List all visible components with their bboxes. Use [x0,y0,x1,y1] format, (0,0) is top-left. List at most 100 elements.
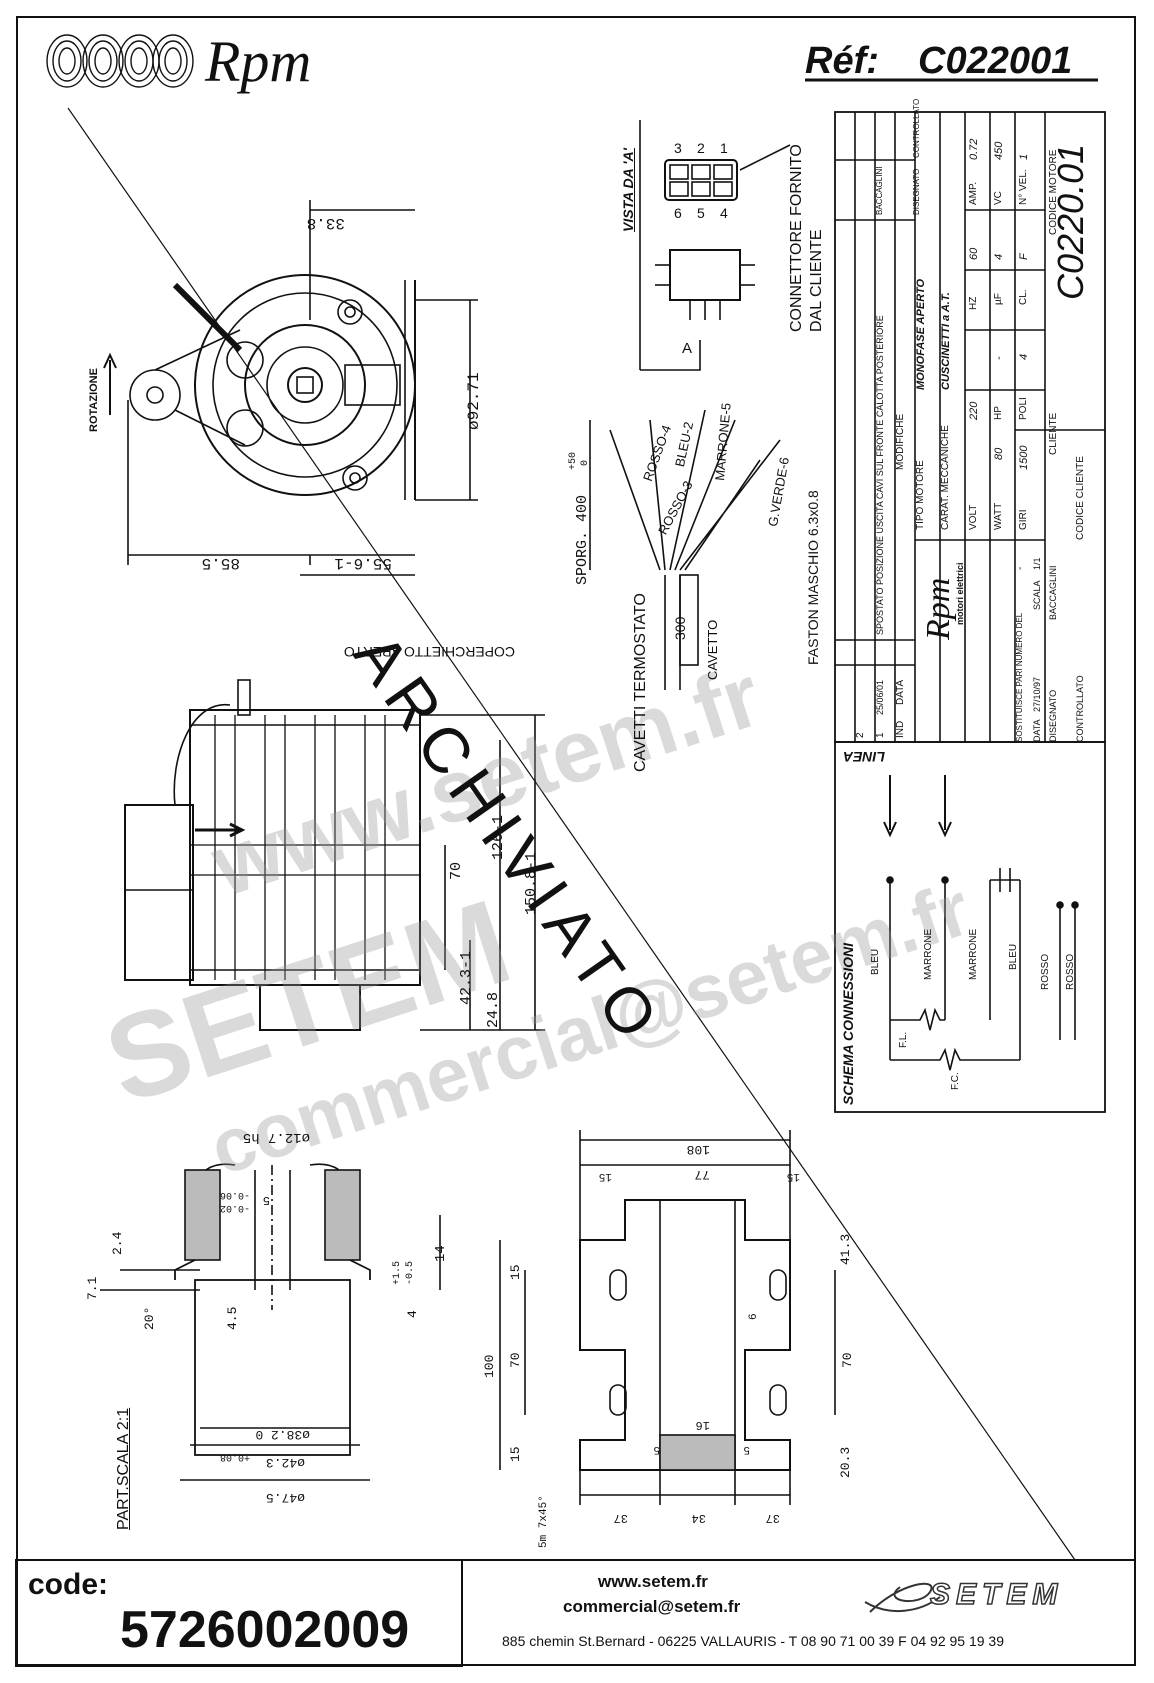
scala-value: 1/1 [1032,557,1042,570]
shaft-dim-4-5: 4.5 [225,1306,240,1330]
bracket-dim-37-a: 37 [613,1511,628,1525]
bracket-dim-100: 100 [482,1354,497,1378]
bracket-dim-108: 108 [686,1142,710,1157]
footer-address: 885 chemin St.Bernard - 06225 VALLAURIS … [502,1633,1004,1649]
mech-label: CARAT. MECCANICHE [940,425,951,530]
bracket-dim-6: 6 [748,1313,760,1320]
connector-supplied-label-2: DAL CLIENTE [808,229,825,332]
spec-hp-label: HP [993,406,1004,420]
spec-nvel-value: 1 [1018,153,1030,160]
footer-email[interactable]: commercial@setem.fr [563,1597,741,1616]
dim-55-6: 55.6-1 [334,554,392,572]
spec-poli-label: POLI [1018,397,1029,420]
shaft-angle-20: 20° [142,1306,157,1330]
spec-uf-label: µF [993,293,1004,305]
company-sub: motori elettrici [955,562,965,625]
codice-cliente-label: CODICE CLIENTE [1075,456,1086,540]
dim-70: 70 [448,861,465,880]
spec-nvel-label: N° VEL. [1018,169,1029,205]
dim-85-5: 85.5 [201,554,240,572]
company-name: Rpm [920,577,957,640]
dim-33-8: 33.8 [306,214,345,232]
bracket-dim-15-c: 15 [508,1264,523,1280]
data-value: 27/10/97 [1032,676,1042,712]
connector-supplied-label: CONNETTORE FORNITO [788,144,805,332]
schema-wire-marrone-2: MARRONE [968,928,979,980]
rev-header-controllato: CONTROLLATO [912,98,921,158]
shaft-scale-label: PART.SCALA 2:1 [115,1407,132,1530]
spec-giri-label: GIRI [1018,509,1029,530]
cable-length: 300 [672,616,688,640]
shaft-dim-12-7: ø12.7 h5 [242,1129,310,1145]
spec-volt-value: 220 [968,401,980,420]
bracket-dim-41-3: 41.3 [838,1233,853,1265]
shaft-tol-2: -0.02 [219,1202,250,1213]
rev-header-data: DATA [895,679,906,705]
bracket-dim-15-d: 15 [508,1446,523,1462]
bracket-dim-34: 34 [691,1511,706,1525]
rev-1-desc: SPOSTATO POSIZIONE USCITA CAVI SUL FRONT… [875,315,885,635]
shaft-dim-14: 14 [433,1245,449,1262]
pin-6: 6 [674,205,682,221]
controllato-label: CONTROLLATO [1075,675,1085,742]
rev-1-date: 25/06/01 [875,679,885,715]
spec-poli-value: 4 [1018,353,1030,360]
bracket-dim-15-a: 15 [598,1170,612,1182]
shaft-tol-0-08: +0.08 [219,1451,250,1462]
schema-wire-bleu-1: BLEU [870,948,881,975]
ref-value: C022001 [918,40,1073,82]
code-value: 5726002009 [120,1601,410,1659]
rev-header-ind: IND [895,720,906,738]
setem-swoosh-icon [864,1582,941,1613]
dim-24-8: 24.8 [485,991,502,1028]
fc-label: F.C. [950,1072,961,1090]
shaft-dim-47-5: ø47.5 [265,1490,305,1505]
setem-logo: SETEM [860,1572,1115,1622]
spec-hz-label: HZ [968,296,979,310]
schema-title: SCHEMA CONNESSIONI [840,942,856,1105]
bracket-dim-20-3: 20.3 [838,1446,853,1478]
codice-motore-value: C0220.01 [1050,143,1091,300]
bracket-dim-37-b: 37 [765,1511,780,1525]
spec-vc-label: VC [993,191,1004,205]
spec-uf-value: 4 [993,253,1005,260]
rev-header-modifiche: MODIFICHE [895,413,906,470]
spec-vc-value: 450 [993,141,1005,160]
spec-watt-label: WATT [993,502,1004,530]
spec-amp-value: 0.72 [968,138,980,160]
dim-diameter-92-71: ø92.71 [465,372,483,430]
motor-type-label: TIPO MOTORE [915,460,926,530]
pin-1: 1 [720,140,728,156]
ref-label: Réf: [805,40,879,82]
spec-hp-value: - [993,356,1005,360]
spec-hz-value: 60 [968,247,980,260]
view-arrow-label: A [682,340,693,357]
bracket-dim-70-left: 70 [508,1352,523,1368]
shaft-dim-7-1: 7.1 [85,1276,100,1300]
bracket-dim-5-b: 5 [743,1443,750,1455]
shaft-dim-2-4: 2.4 [110,1231,125,1255]
setem-logo-text: SETEM [929,1577,1064,1612]
shaft-dim-5: 5 [262,1193,270,1207]
sporg-tol-minus: 0 [580,459,591,466]
spec-watt-value: 80 [993,447,1005,460]
cliente-label: CLIENTE [1048,412,1059,455]
thermostat-label: CAVETTI TERMOSTATO [632,593,649,772]
sporg-label: SPORG. 400 [574,494,591,585]
footer-website[interactable]: www.setem.fr [598,1572,708,1591]
pin-4: 4 [720,205,728,221]
spec-giri-value: 1500 [1018,445,1030,470]
scala-label: SCALA [1032,580,1042,610]
code-label: code: [28,1568,109,1601]
spec-cl-label: CL. [1018,289,1029,305]
spec-amp-label: AMP. [968,181,979,205]
rev-2-number: 2 [855,732,866,738]
shaft-tol-plus-1-5: +1.5 [392,1260,403,1285]
shaft-dim-38-2: ø38.2 0 [255,1427,310,1442]
schema-wire-marrone-1: MARRONE [923,928,934,980]
schema-wire-bleu-2: BLEU [1008,943,1019,970]
brand-name: Rpm [205,29,312,94]
bracket-dim-16: 16 [695,1418,710,1432]
sporg-tol-plus: +50 [568,451,579,470]
